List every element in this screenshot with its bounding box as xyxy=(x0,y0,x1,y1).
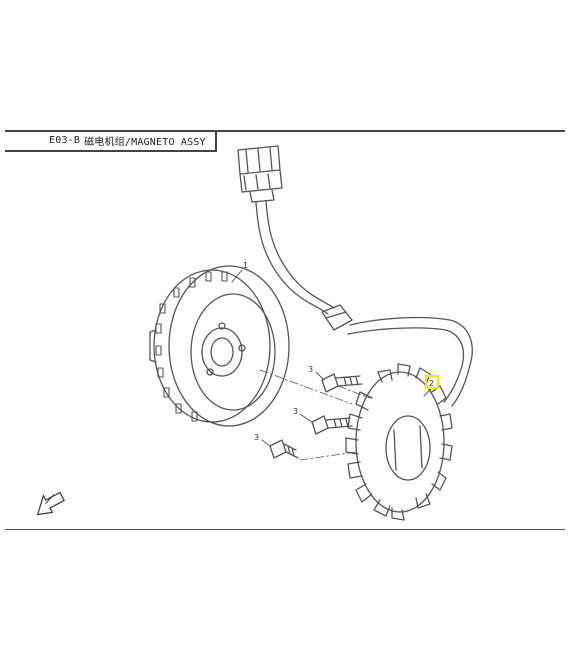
connector-plug xyxy=(237,145,283,203)
title-block: E03-B 磁电机组/MAGNETO ASSY xyxy=(5,130,217,152)
frame-bottom-rule xyxy=(5,529,565,530)
callout-bolt-lower: 3 xyxy=(254,433,259,442)
callout-highlight xyxy=(425,375,439,389)
axis-line-lower xyxy=(299,451,357,461)
diagram-code: E03-B xyxy=(49,134,81,146)
leader-line-stator xyxy=(423,387,433,397)
callout-bolt-middle: 3 xyxy=(293,407,298,416)
callout-bolt-upper: 3 xyxy=(308,365,313,374)
leader-line-bolt-upper xyxy=(315,371,325,381)
axis-line-rotor xyxy=(259,369,353,405)
diagram-title: 磁电机组/MAGNETO ASSY xyxy=(84,136,206,148)
bolt-upper xyxy=(321,373,363,393)
leader-line-bolt-middle xyxy=(299,413,313,423)
wire-harness xyxy=(255,200,473,407)
callout-flywheel: 1 xyxy=(243,261,248,270)
callout-stator: 2 xyxy=(429,379,434,388)
axis-line-upper xyxy=(337,385,371,399)
leader-line-flywheel xyxy=(231,269,243,283)
bolt-lower xyxy=(269,439,299,459)
bolt-middle xyxy=(311,415,353,435)
front-direction-arrow-icon xyxy=(36,491,66,516)
leader-line-bolt-lower xyxy=(261,439,271,447)
frame-top-rule xyxy=(5,130,565,132)
stator-coil xyxy=(345,363,453,521)
flywheel-rotor xyxy=(149,265,290,427)
